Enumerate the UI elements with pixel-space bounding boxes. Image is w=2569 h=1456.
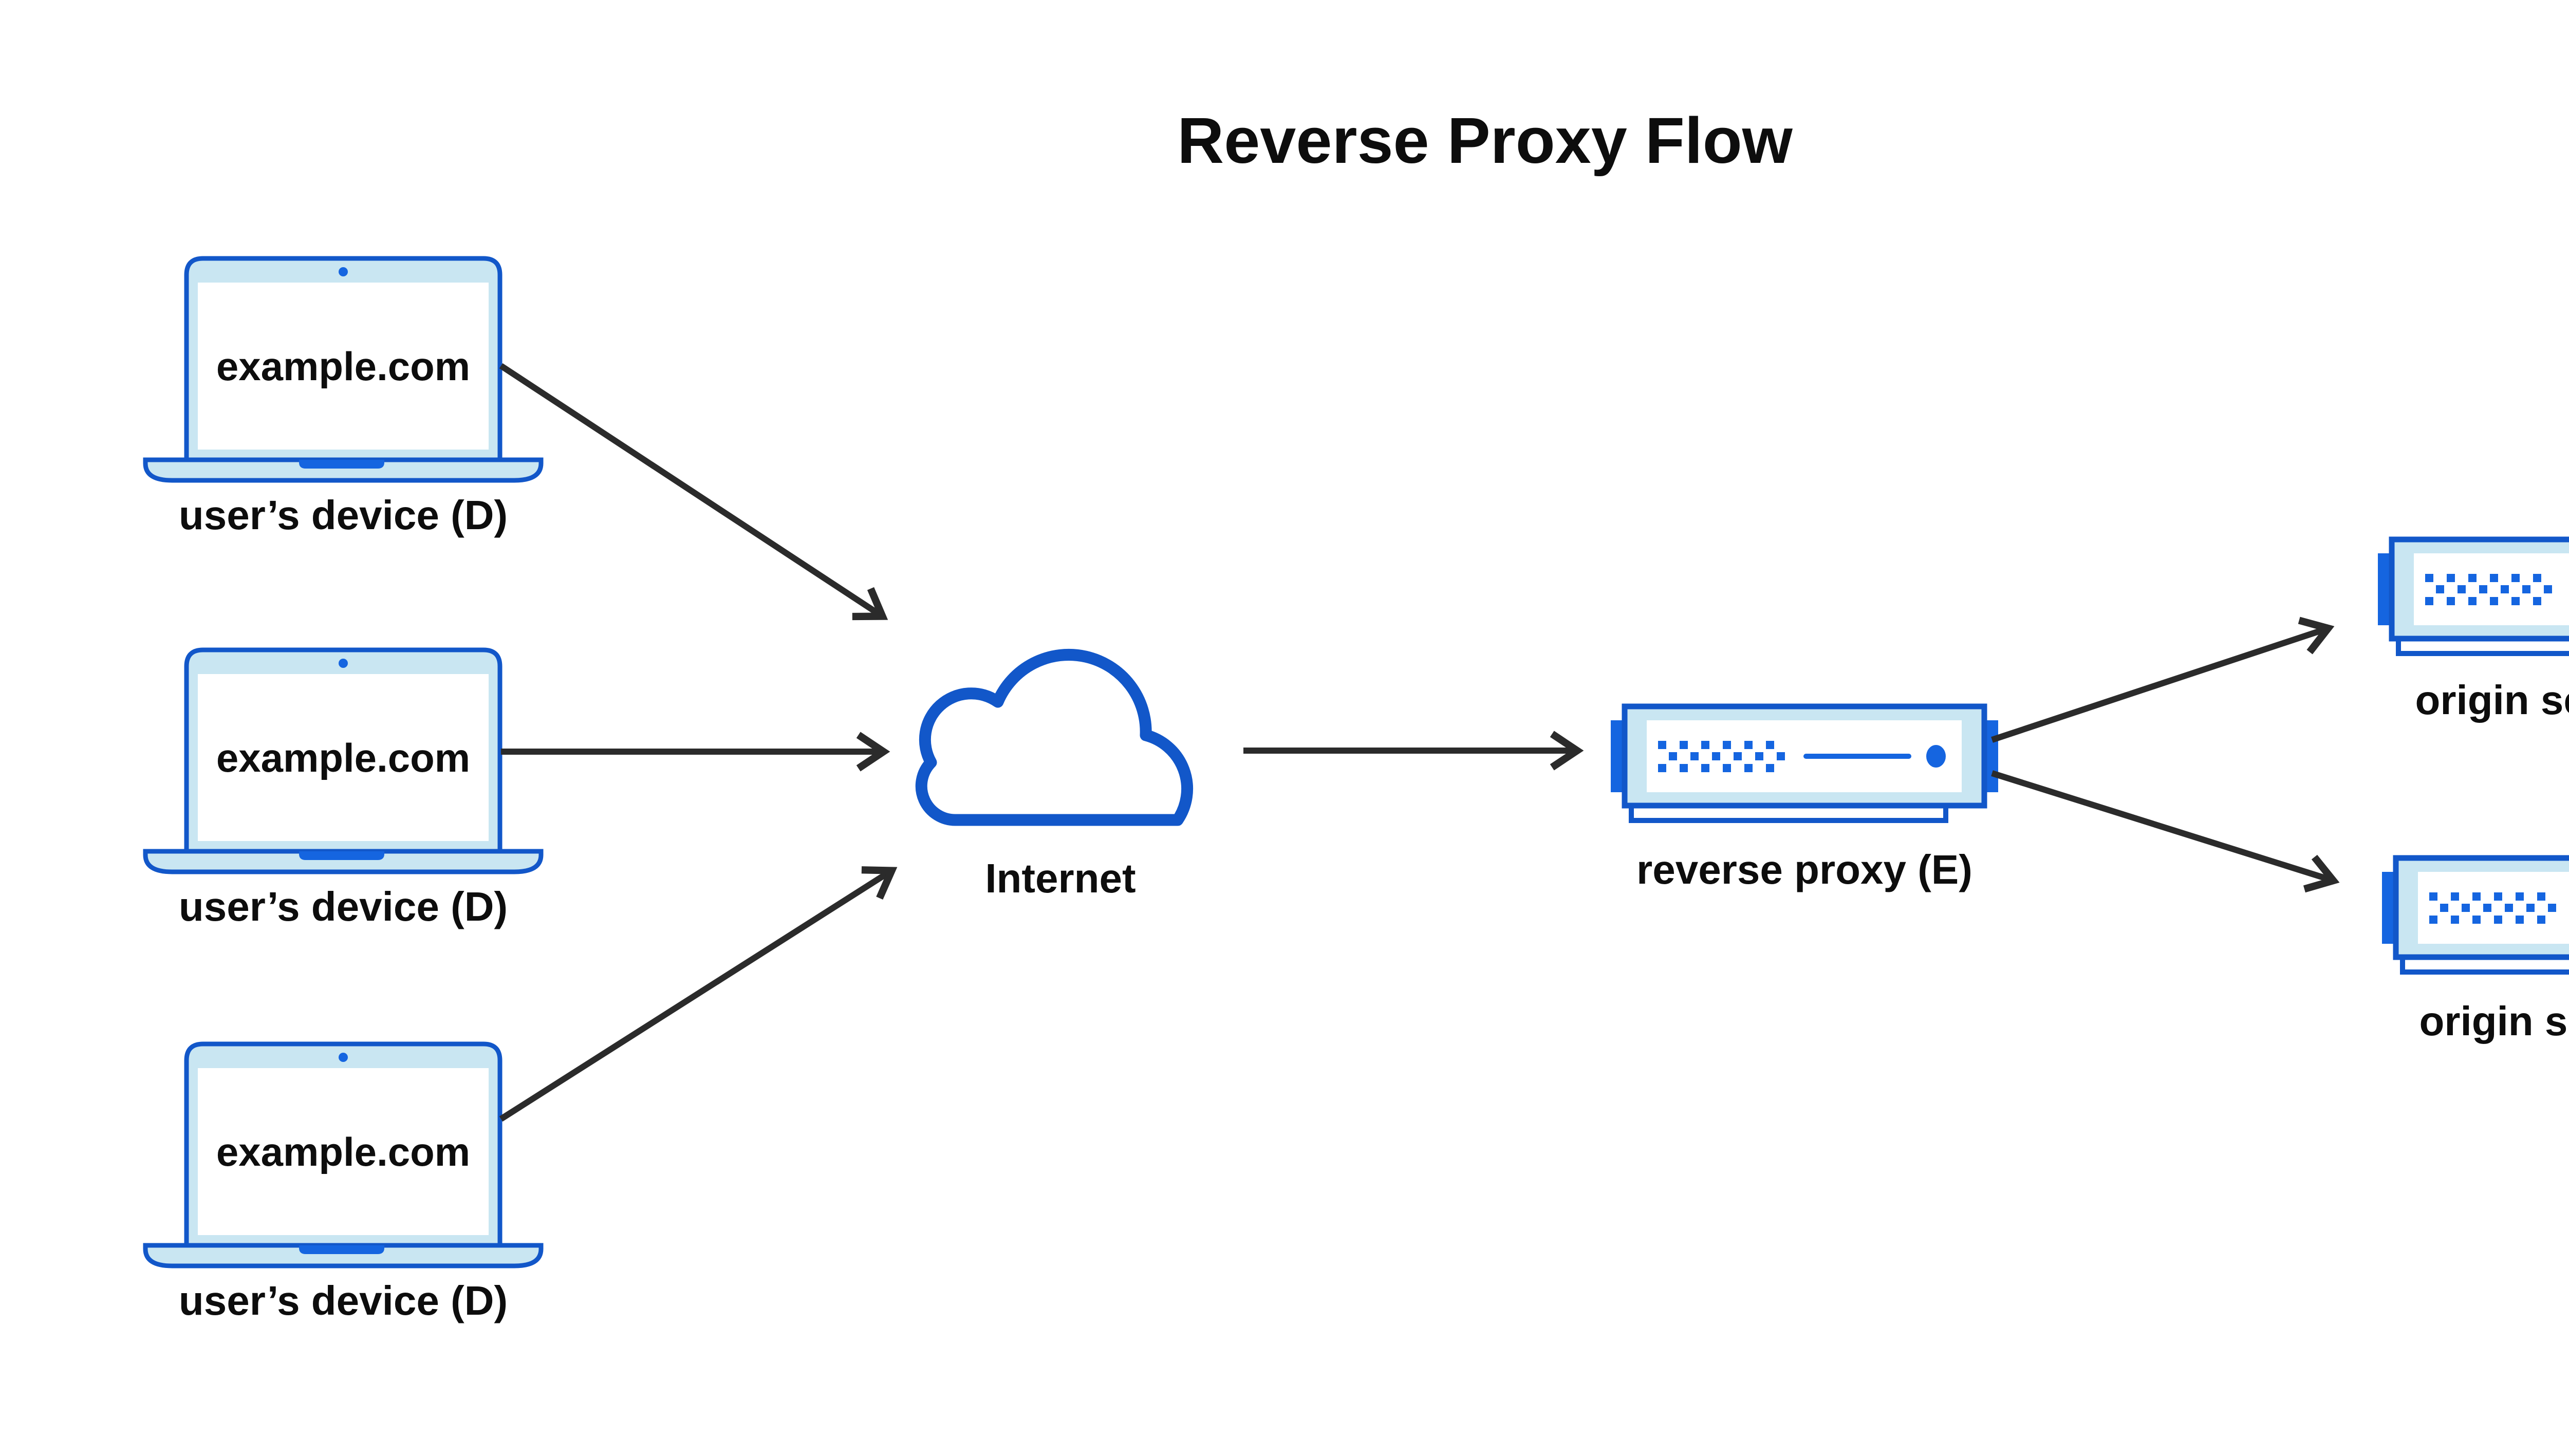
server-icon: [2378, 539, 2569, 654]
reverse-proxy-label: reverse proxy (E): [1636, 847, 1972, 892]
user-device-node-2: example.com user’s device (D): [145, 650, 541, 929]
reverse-proxy-node: reverse proxy (E): [1611, 706, 1998, 892]
arrow-reverse-proxy-to-origin2: [1991, 770, 2340, 893]
device-screen-url: example.com: [216, 344, 470, 389]
arrow-device1-to-internet: [499, 363, 888, 621]
origin-server-node-2: origin server (F): [2382, 858, 2569, 1044]
arrow-device3-to-internet: [499, 866, 898, 1122]
internet-node: Internet: [915, 648, 1193, 901]
server-icon: [2382, 858, 2569, 972]
device-label: user’s device (D): [179, 492, 508, 538]
cloud-icon: [915, 648, 1193, 826]
device-label: user’s device (D): [179, 1278, 508, 1323]
device-screen-url: example.com: [216, 735, 470, 780]
origin-server-label: origin server (F): [2415, 677, 2569, 723]
server-icon: [1611, 706, 1998, 820]
user-device-node-3: example.com user’s device (D): [145, 1044, 541, 1323]
user-device-node-1: example.com user’s device (D): [145, 258, 541, 538]
arrow-reverse-proxy-to-origin1: [1991, 617, 2335, 743]
origin-server-node-1: origin server (F): [2378, 539, 2569, 723]
internet-label: Internet: [985, 855, 1135, 901]
origin-server-label: origin server (F): [2419, 998, 2569, 1044]
page-title: Reverse Proxy Flow: [1177, 104, 1793, 177]
device-screen-url: example.com: [216, 1129, 470, 1174]
device-label: user’s device (D): [179, 884, 508, 929]
